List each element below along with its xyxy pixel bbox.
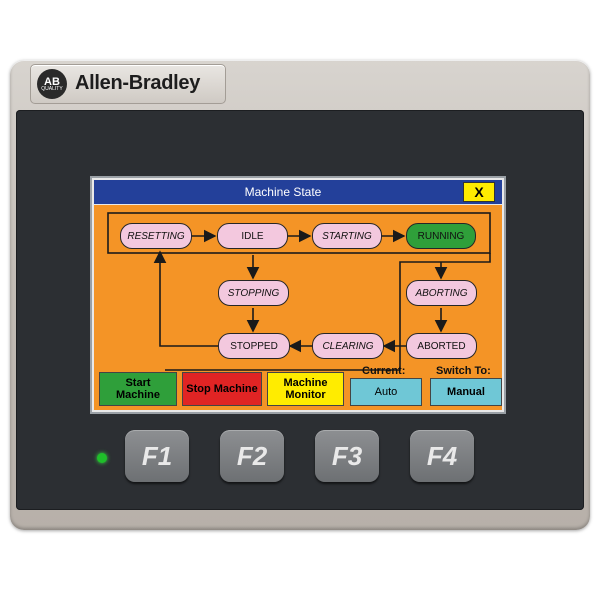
brand-plate: AB QUALITY Allen-Bradley [30, 64, 226, 104]
switch-manual-label: Manual [447, 386, 485, 398]
state-aborted[interactable]: ABORTED [406, 333, 477, 359]
machine-monitor-button[interactable]: Machine Monitor [267, 372, 344, 406]
switch-to-label: Switch To: [436, 365, 491, 377]
state-clearing[interactable]: CLEARING [312, 333, 384, 359]
allen-bradley-logo-icon: AB QUALITY [37, 69, 67, 99]
f1-key[interactable]: F1 [125, 430, 189, 482]
power-led-icon [97, 453, 107, 463]
state-starting[interactable]: STARTING [312, 223, 382, 249]
f4-key[interactable]: F4 [410, 430, 474, 482]
logo-text: AB [44, 76, 60, 88]
brand-name: Allen-Bradley [75, 72, 201, 94]
switch-manual-button[interactable]: Manual [430, 378, 502, 406]
state-aborting[interactable]: ABORTING [406, 280, 477, 306]
f2-key[interactable]: F2 [220, 430, 284, 482]
current-mode-label: Current: [362, 365, 406, 377]
f3-key[interactable]: F3 [315, 430, 379, 482]
state-resetting[interactable]: RESETTING [120, 223, 192, 249]
state-stopped[interactable]: STOPPED [218, 333, 290, 359]
state-stopping[interactable]: STOPPING [218, 280, 289, 306]
stop-machine-label: Stop Machine [186, 383, 258, 395]
window-title: Machine State [244, 185, 322, 199]
current-mode-value: Auto [374, 386, 398, 398]
current-mode-display: Auto [350, 378, 422, 406]
machine-monitor-label: Machine Monitor [283, 377, 328, 401]
window-titlebar: Machine State [94, 180, 502, 204]
state-idle[interactable]: IDLE [217, 223, 288, 249]
stop-machine-button[interactable]: Stop Machine [182, 372, 262, 406]
state-running[interactable]: RUNNING [406, 223, 476, 249]
start-machine-label: Start Machine [115, 377, 160, 401]
logo-subtext: QUALITY [41, 86, 63, 92]
close-button[interactable]: X [463, 182, 495, 202]
start-machine-button[interactable]: Start Machine [99, 372, 177, 406]
